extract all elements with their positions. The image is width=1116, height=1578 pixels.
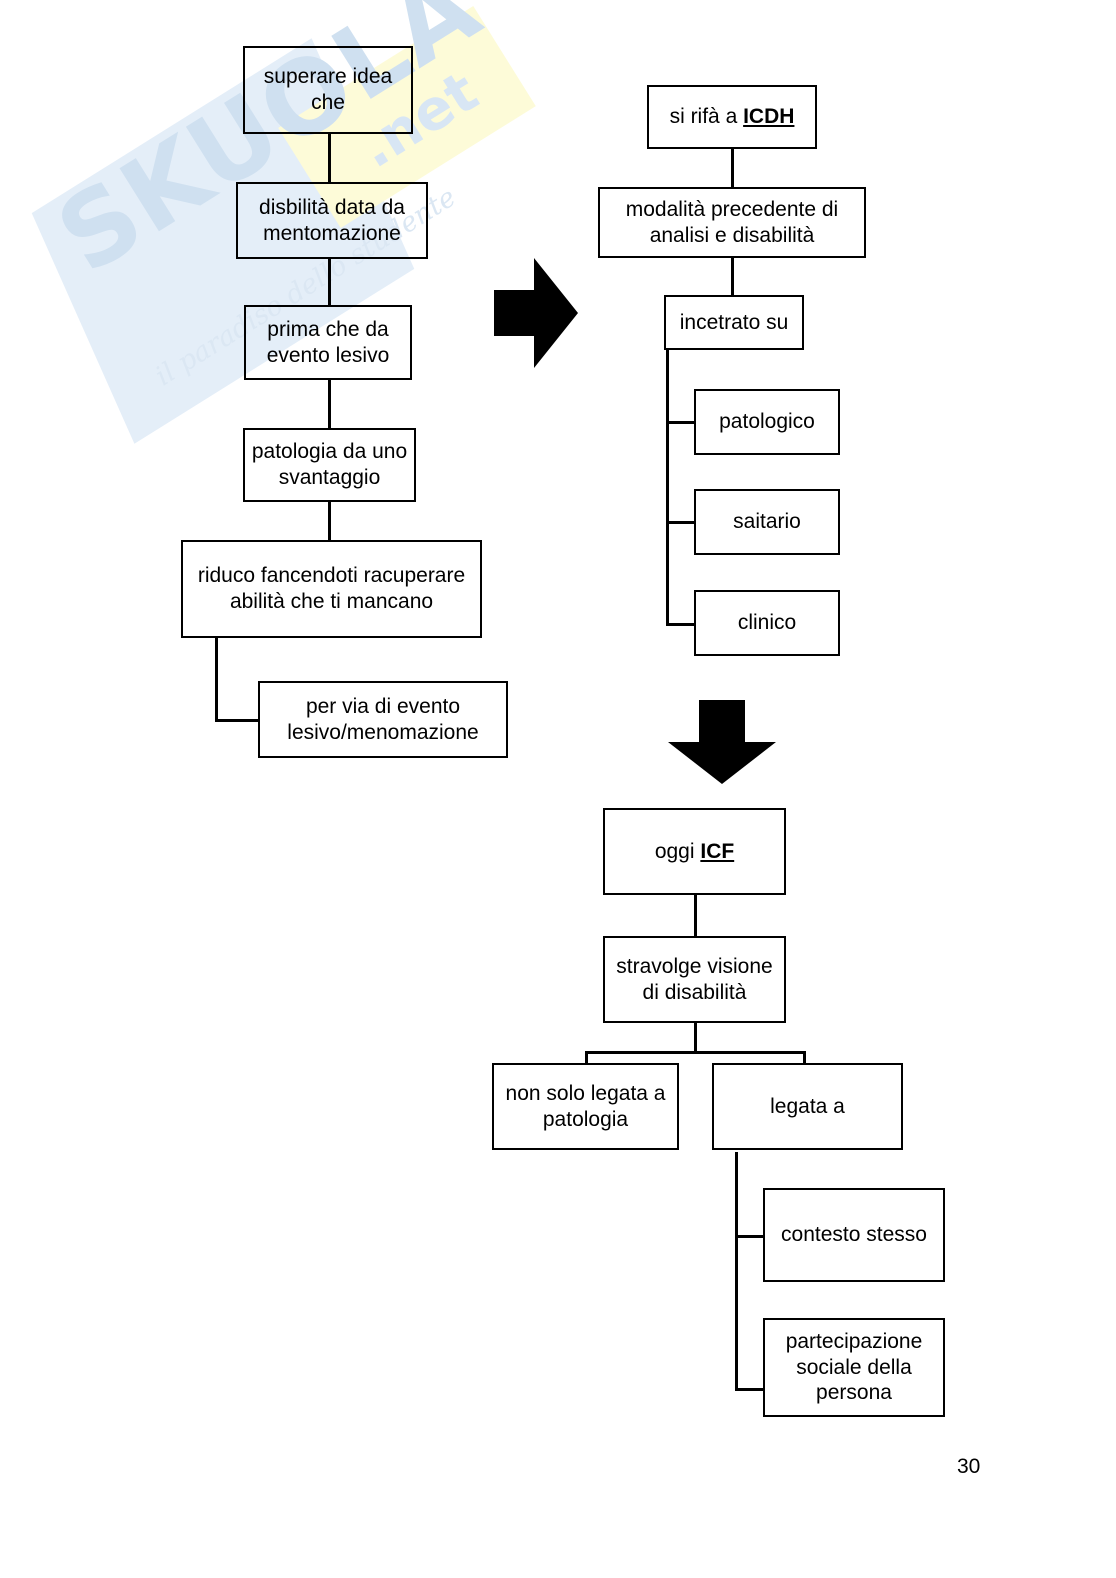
- node-oggi-icf[interactable]: oggi ICF: [603, 808, 786, 895]
- node-label: si rifà a ICDH: [670, 104, 795, 130]
- connector-legata-trunk: [735, 1152, 738, 1390]
- connector-riduco-drop: [215, 636, 218, 722]
- node-per-via-di-evento-lesivo[interactable]: per via di evento lesivo/menomazione: [258, 681, 508, 758]
- node-riduco-fancendoti[interactable]: riduco fancendoti racuperare abilità che…: [181, 540, 482, 638]
- right-block-arrow-icon: [494, 258, 578, 368]
- node-label: patologia da uno svantaggio: [251, 440, 408, 489]
- node-patologico[interactable]: patologico: [694, 389, 840, 455]
- node-stravolge-visione[interactable]: stravolge visione di disabilità: [603, 936, 786, 1023]
- node-label: clinico: [737, 611, 797, 635]
- connector-sirifa-to-modalita: [731, 148, 734, 188]
- node-saitario[interactable]: saitario: [694, 489, 840, 555]
- node-si-rifa-a-icdh[interactable]: si rifà a ICDH: [647, 85, 817, 149]
- connector-fork-left-drop: [585, 1051, 588, 1065]
- connector-superare-to-disbilita: [328, 133, 331, 183]
- node-disbilita-data-da-mentomazione[interactable]: disbilità data da mentomazione: [236, 182, 428, 259]
- node-clinico[interactable]: clinico: [694, 590, 840, 656]
- node-label: saitario: [733, 510, 801, 534]
- connector-stravolge-down: [694, 1022, 697, 1054]
- connector-patologia-to-riduco: [328, 501, 331, 541]
- node-label-prefix: oggi: [654, 839, 701, 863]
- node-superare-idea-che[interactable]: superare idea che: [243, 46, 413, 134]
- node-label: superare idea che: [263, 65, 393, 114]
- node-label: legata a: [770, 1094, 845, 1118]
- node-label: oggi ICF: [655, 839, 734, 865]
- node-patologia-da-uno-svantaggio[interactable]: patologia da uno svantaggio: [243, 428, 416, 502]
- node-incetrato-su[interactable]: incetrato su: [664, 295, 804, 350]
- node-non-solo-legata-a-patologia[interactable]: non solo legata a patologia: [492, 1063, 679, 1150]
- connector-trunk-to-contesto: [735, 1235, 765, 1238]
- node-label: modalità precedente di analisi e disabil…: [625, 197, 839, 247]
- node-label: partecipazione sociale della persona: [785, 1330, 923, 1405]
- connector-trunk-to-clinico: [666, 623, 696, 626]
- node-label: prima che da evento lesivo: [266, 317, 390, 367]
- connector-trunk-to-patologico: [666, 421, 696, 424]
- node-label: non solo legata a patologia: [505, 1081, 666, 1131]
- connector-oggi-to-stravolge: [694, 894, 697, 936]
- connector-trunk-to-saitario: [666, 521, 696, 524]
- node-label: disbilità data da mentomazione: [259, 195, 405, 245]
- connector-trunk-to-partecipazione: [735, 1388, 765, 1391]
- node-prima-che-da-evento-lesivo[interactable]: prima che da evento lesivo: [244, 305, 412, 380]
- node-partecipazione-sociale[interactable]: partecipazione sociale della persona: [763, 1318, 945, 1417]
- connector-disbilita-to-prima: [328, 258, 331, 306]
- node-label-term: ICF: [700, 839, 735, 863]
- connector-stravolge-fork-bar: [585, 1051, 806, 1054]
- node-label-term: ICDH: [743, 105, 795, 129]
- node-label: riduco fancendoti racuperare abilità che…: [197, 564, 466, 613]
- node-legata-a[interactable]: legata a: [712, 1063, 903, 1150]
- connector-modalita-to-incetrato: [731, 257, 734, 296]
- node-label: stravolge visione di disabilità: [616, 954, 773, 1004]
- node-label: contesto stesso: [781, 1223, 927, 1247]
- connector-riduco-to-pervia: [215, 719, 260, 722]
- node-label: incetrato su: [679, 310, 789, 334]
- page-number: 30: [957, 1455, 981, 1478]
- connector-fork-right-drop: [803, 1051, 806, 1065]
- node-label-prefix: si rifà a: [669, 105, 744, 129]
- node-modalita-precedente[interactable]: modalità precedente di analisi e disabil…: [598, 187, 866, 258]
- connector-prima-to-patologia: [328, 379, 331, 429]
- connector-incetrato-trunk: [666, 348, 669, 626]
- node-label: per via di evento lesivo/menomazione: [287, 694, 479, 744]
- node-contesto-stesso[interactable]: contesto stesso: [763, 1188, 945, 1282]
- node-label: patologico: [719, 410, 815, 434]
- down-block-arrow-icon: [668, 700, 776, 784]
